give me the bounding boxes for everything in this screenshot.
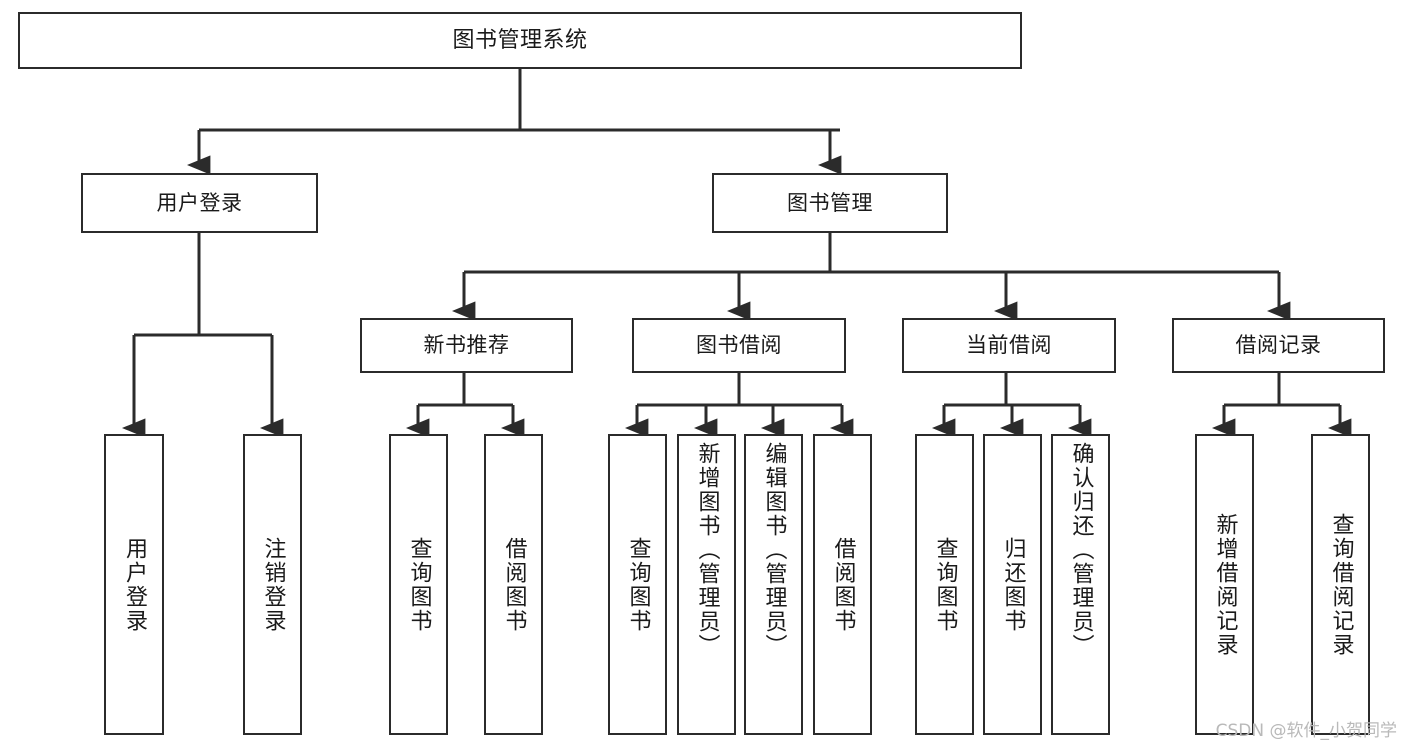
leaf-confirm-return-admin[interactable]: 确认归还（管理员） <box>1051 434 1110 735</box>
leaf-borrow-book-recommend[interactable]: 借阅图书 <box>484 434 543 735</box>
node-label: 新增图书（管理员） <box>694 442 720 658</box>
watermark-text: CSDN @软件_小贺同学 <box>1215 721 1397 741</box>
node-borrow-record[interactable]: 借阅记录 <box>1172 318 1385 373</box>
node-label: 归还图书 <box>1000 536 1026 633</box>
node-label: 确认归还（管理员） <box>1068 442 1094 658</box>
node-label: 用户登录 <box>121 536 147 633</box>
node-book-borrow[interactable]: 图书借阅 <box>632 318 846 373</box>
node-label: 借阅图书 <box>830 536 856 633</box>
node-current-borrow[interactable]: 当前借阅 <box>902 318 1116 373</box>
node-label: 查询借阅记录 <box>1328 512 1354 657</box>
node-root-system[interactable]: 图书管理系统 <box>18 12 1022 69</box>
leaf-query-borrow-record[interactable]: 查询借阅记录 <box>1311 434 1370 735</box>
leaf-add-book-admin[interactable]: 新增图书（管理员） <box>677 434 736 735</box>
leaf-query-book-borrow[interactable]: 查询图书 <box>608 434 667 735</box>
node-label: 当前借阅 <box>966 333 1052 357</box>
leaf-user-login[interactable]: 用户登录 <box>104 434 164 735</box>
node-label: 查询图书 <box>932 536 958 633</box>
leaf-logout-login[interactable]: 注销登录 <box>243 434 302 735</box>
node-label: 新增借阅记录 <box>1212 512 1238 657</box>
leaf-add-borrow-record[interactable]: 新增借阅记录 <box>1195 434 1254 735</box>
leaf-return-book[interactable]: 归还图书 <box>983 434 1042 735</box>
node-label: 图书管理系统 <box>452 27 588 53</box>
leaf-query-book-recommend[interactable]: 查询图书 <box>389 434 448 735</box>
leaf-borrow-book-borrow[interactable]: 借阅图书 <box>813 434 872 735</box>
node-label: 注销登录 <box>260 536 286 633</box>
node-label: 借阅图书 <box>501 536 527 633</box>
node-book-management[interactable]: 图书管理 <box>712 173 948 233</box>
node-label: 用户登录 <box>156 190 243 215</box>
node-label: 图书借阅 <box>696 333 782 357</box>
node-label: 图书管理 <box>787 190 873 215</box>
node-label: 新书推荐 <box>423 333 510 357</box>
node-label: 编辑图书（管理员） <box>761 442 787 658</box>
node-new-book-recommend[interactable]: 新书推荐 <box>360 318 573 373</box>
node-label: 查询图书 <box>625 536 651 633</box>
node-user-login[interactable]: 用户登录 <box>81 173 318 233</box>
leaf-edit-book-admin[interactable]: 编辑图书（管理员） <box>744 434 803 735</box>
node-label: 查询图书 <box>406 536 432 633</box>
node-label: 借阅记录 <box>1235 333 1322 357</box>
leaf-query-book-current[interactable]: 查询图书 <box>915 434 974 735</box>
